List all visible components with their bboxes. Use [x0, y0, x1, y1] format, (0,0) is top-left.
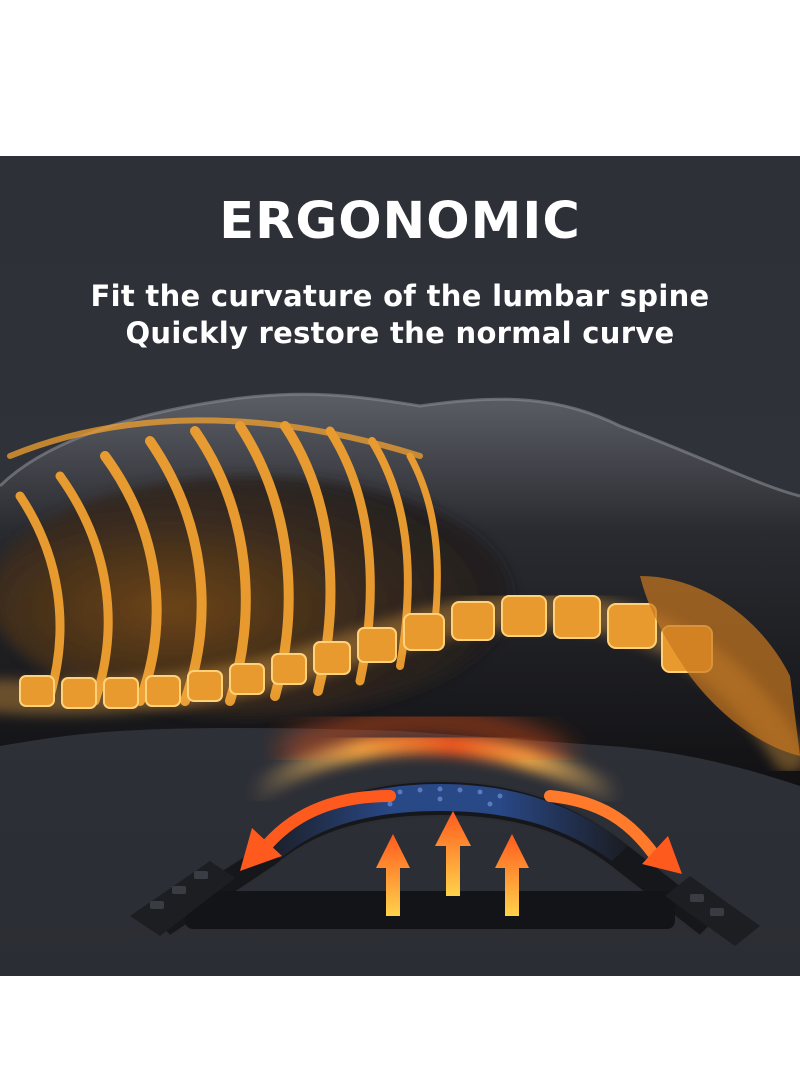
heat-glow: [239, 732, 631, 807]
spine-illustration: [0, 392, 800, 946]
curved-arrow-left-icon: [240, 790, 396, 871]
spine: [0, 576, 800, 773]
rib-cage: [7, 417, 441, 706]
up-arrow-icon: [376, 811, 529, 916]
headline: ERGONOMIC: [219, 192, 581, 251]
subtitle-line-1: Fit the curvature of the lumbar spine: [90, 279, 710, 313]
curved-arrow-right-icon: [544, 790, 682, 874]
subtitle-line-2: Quickly restore the normal curve: [125, 316, 675, 350]
